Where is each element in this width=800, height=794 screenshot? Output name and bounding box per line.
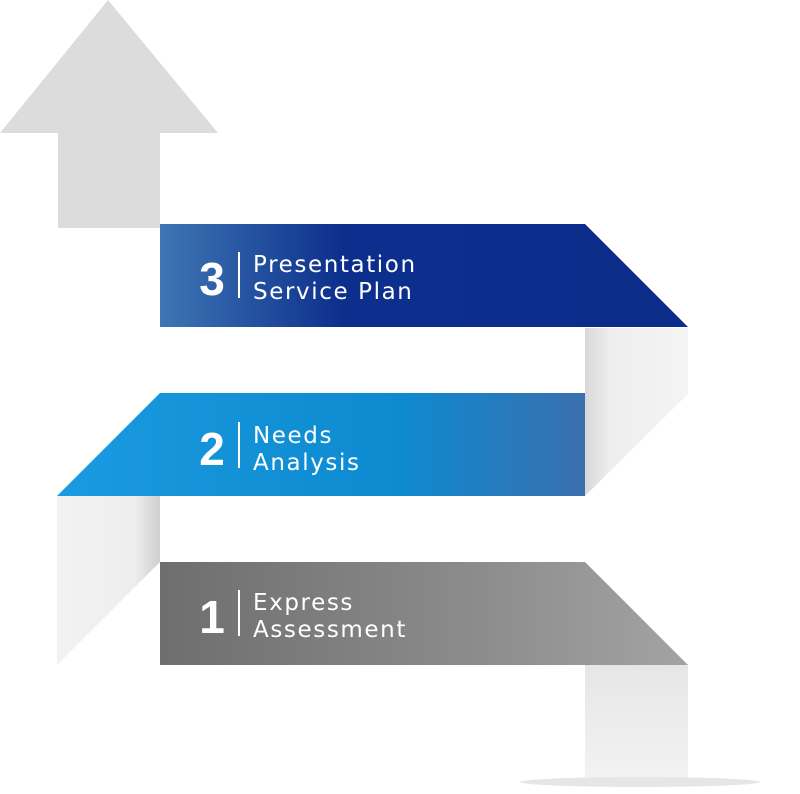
fold-connector-3-2 [585, 328, 688, 496]
bottom-tail [585, 664, 688, 779]
step-2-band [57, 393, 585, 496]
step-3: 3 Presentation Service Plan [160, 224, 688, 327]
step-1-number: 1 [199, 591, 225, 643]
step-1: 1 Express Assessment [160, 562, 688, 665]
up-arrow-icon [0, 0, 218, 228]
step-2-label-line1: Needs [253, 423, 333, 449]
step-2-label-line2: Analysis [253, 450, 361, 476]
step-3-band [160, 224, 688, 327]
step-2-number: 2 [199, 423, 225, 475]
tail-shadow [520, 777, 760, 787]
step-2: 2 Needs Analysis [57, 393, 585, 496]
step-1-label-line1: Express [253, 590, 354, 616]
fold-connector-2-1 [57, 496, 160, 665]
step-1-band [160, 562, 688, 665]
step-3-number: 3 [199, 253, 225, 305]
step-1-label-line2: Assessment [253, 617, 407, 643]
step-3-label-line1: Presentation [253, 252, 417, 278]
step-3-label-line2: Service Plan [253, 279, 413, 305]
